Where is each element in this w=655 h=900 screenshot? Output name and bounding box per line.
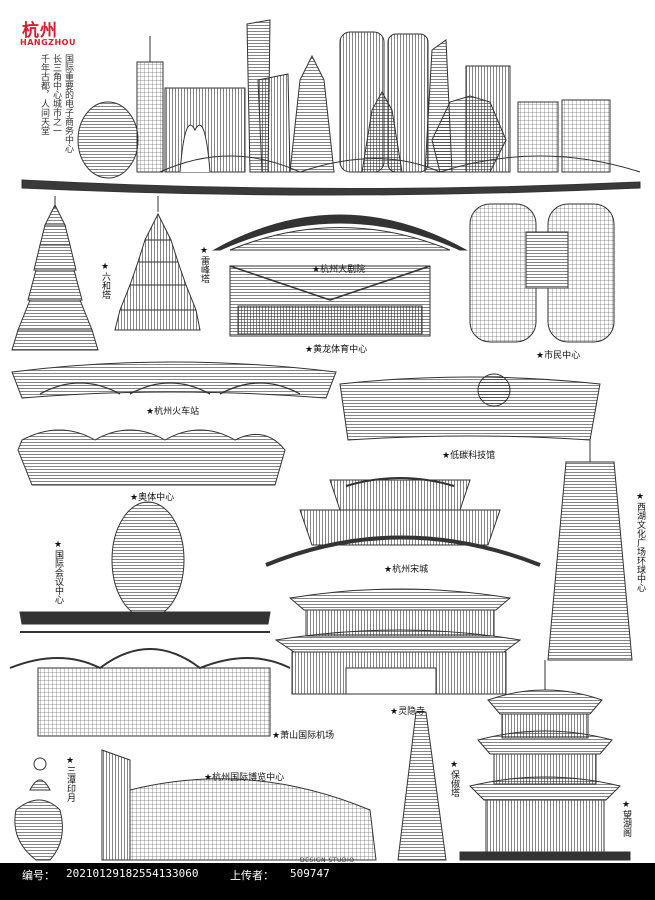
city-title-english: HANGZHOU <box>20 38 76 47</box>
international-conference-center-illustration <box>19 501 271 633</box>
slogan-2: 长三角中心城市之一 <box>51 54 61 135</box>
label-expo-center: ★杭州国际博览中心 <box>204 773 285 783</box>
footer-id-value: 20210129182554133060 <box>66 867 199 880</box>
baochu-pagoda-illustration <box>397 711 447 861</box>
skyline-illustration <box>21 19 641 196</box>
label-baochu-pagoda: ★保俶塔 <box>449 760 459 797</box>
label-huanglong-sports-center: ★黄龙体育中心 <box>305 345 368 355</box>
westlake-culture-plaza-illustration <box>547 440 633 661</box>
huanglong-sports-center-illustration <box>229 265 431 337</box>
wanghu-pavilion-illustration <box>459 660 631 861</box>
santan-yinyue-illustration <box>14 757 63 861</box>
xiaoshan-airport-illustration <box>9 648 291 737</box>
liuhe-pagoda-illustration <box>11 196 99 351</box>
label-leifeng-pagoda: ★雷峰塔 <box>199 246 209 283</box>
label-olympic-center: ★奥体中心 <box>130 493 175 503</box>
label-wanghu-pavilion: ★望湖阁 <box>621 800 631 837</box>
city-title: 杭州 <box>22 21 58 41</box>
leifeng-pagoda-illustration <box>114 196 201 331</box>
watermark-footer: 编号： 20210129182554133060 上传者： 509747 <box>0 863 655 900</box>
slogan-3: 千年古都，人间天堂 <box>39 54 49 135</box>
lingyin-temple-illustration <box>274 588 522 695</box>
low-carbon-science-museum-illustration <box>339 373 601 441</box>
hangzhou-railway-station-illustration <box>11 361 337 399</box>
footer-uploader-label: 上传者： <box>230 869 274 882</box>
label-civic-center: ★市民中心 <box>536 351 581 361</box>
footer-uploader-value: 509747 <box>290 867 330 880</box>
label-songcheng: ★杭州宋城 <box>384 565 429 575</box>
footer-id-label: 编号： <box>22 869 55 882</box>
label-conference-center: ★国际会议中心 <box>53 540 63 604</box>
label-liuhe-pagoda: ★六和塔 <box>100 262 110 299</box>
slogan-1: 国际重要的电子商务中心 <box>63 54 73 153</box>
label-xiaoshan-airport: ★萧山国际机场 <box>272 731 335 741</box>
label-railway-station: ★杭州火车站 <box>146 407 200 417</box>
label-low-carbon-museum: ★低碳科技馆 <box>442 451 496 461</box>
hangzhou-grand-theater-illustration <box>212 214 468 251</box>
songcheng-illustration <box>265 477 541 567</box>
label-grand-theater: ★杭州大剧院 <box>312 265 366 275</box>
civic-center-illustration <box>469 203 615 343</box>
label-lingyin-temple: ★灵隐寺 <box>390 707 426 717</box>
studio-mark: DESIGN STUDIO <box>300 857 355 864</box>
label-santan-yinyue: ★三潭印月 <box>65 756 75 802</box>
label-westlake-plaza: ★西湖文化广场环球中心 <box>635 492 645 592</box>
olympic-center-illustration <box>17 429 286 486</box>
expo-center-illustration <box>101 749 377 861</box>
